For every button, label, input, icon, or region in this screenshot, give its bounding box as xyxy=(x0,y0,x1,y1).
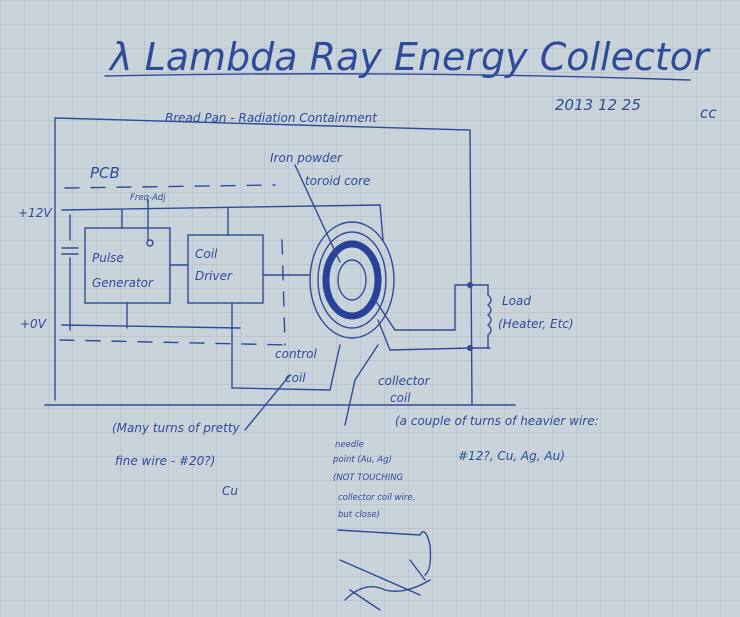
junction-dot xyxy=(467,282,473,288)
load-label: (Heater, Etc) xyxy=(498,317,574,331)
date: 2013 12 25 xyxy=(555,96,641,114)
coil-driver-box xyxy=(187,234,264,304)
needle-note: (NOT TOUCHING xyxy=(333,473,404,483)
pointer-lines xyxy=(244,344,379,431)
power-rails xyxy=(61,204,384,331)
freq-adj-knob xyxy=(146,239,154,247)
plus12-label: +12V xyxy=(18,206,52,220)
pulse-generator-box xyxy=(84,227,171,304)
scribble xyxy=(337,529,432,611)
collector-note: #12?, Cu, Ag, Au) xyxy=(458,449,565,463)
core-label: Iron powder xyxy=(270,151,343,165)
title: λ Lambda Ray Energy Collector xyxy=(108,35,711,79)
pgen-wires xyxy=(121,199,149,329)
collector-wires xyxy=(374,284,491,351)
control-note: (Many turns of pretty xyxy=(112,421,241,435)
needle-note: needle xyxy=(335,440,364,450)
control-coil-label: control xyxy=(275,347,318,361)
needle-note: point (Au, Ag) xyxy=(332,455,392,465)
pulse-generator-label: Pulse xyxy=(92,251,124,265)
driver-wires xyxy=(169,207,341,391)
title-underline xyxy=(104,73,691,81)
load-resistor xyxy=(471,284,492,349)
collector-coil-label: collector xyxy=(378,374,431,388)
pcb-outline-right xyxy=(281,239,286,346)
needle-note: but close) xyxy=(338,510,380,520)
core-label: toroid core xyxy=(305,174,370,188)
toroid-core xyxy=(309,221,395,339)
zero-label: +0V xyxy=(20,317,47,331)
enclosure-label: Bread Pan - Radiation Containment xyxy=(165,111,378,125)
collector-note: (a couple of turns of heavier wire: xyxy=(395,414,599,428)
junction-dot xyxy=(467,345,473,351)
coil-driver-label: Coil xyxy=(195,247,218,261)
coil-driver-label: Driver xyxy=(195,269,233,283)
bread-pan-enclosure xyxy=(44,117,516,406)
freq-adj-label: Freq-Adj xyxy=(130,193,166,203)
pulse-generator-label: Generator xyxy=(92,276,154,290)
pcb-label: PCB xyxy=(90,164,120,182)
control-note: fine wire - #20?) xyxy=(115,454,215,468)
core-pointer xyxy=(294,164,341,263)
pcb-outline xyxy=(59,184,291,346)
needle-note: collector coil wire, xyxy=(338,493,415,503)
control-note: Cu xyxy=(222,484,238,498)
collector-coil-label: coil xyxy=(390,391,411,405)
initials: cc xyxy=(700,104,717,122)
load-label: Load xyxy=(502,294,531,308)
